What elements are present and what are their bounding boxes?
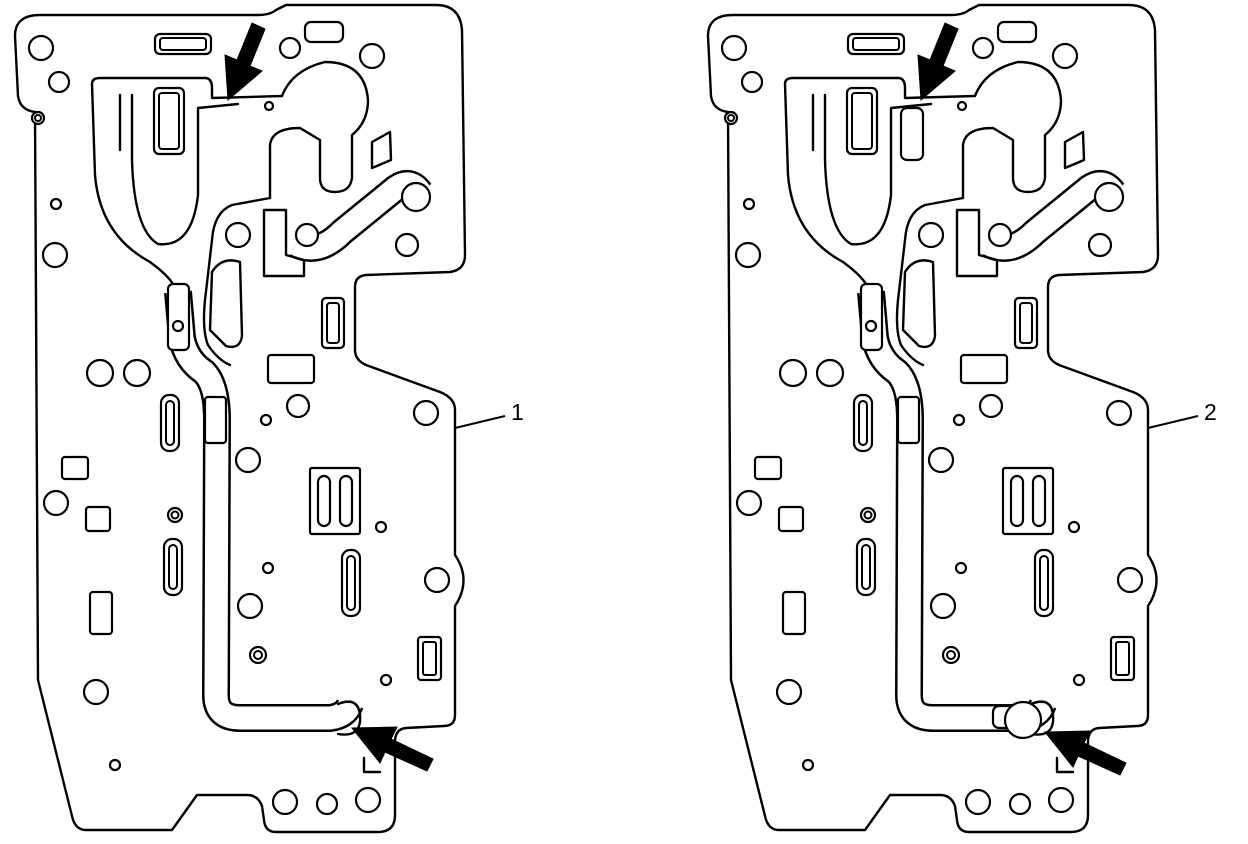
spacer-plate-2: [708, 5, 1158, 832]
leader-line-1: [454, 415, 506, 429]
arrow-plate-2-bottom: [1043, 730, 1127, 776]
leader-line-2: [1147, 415, 1199, 429]
keyhole-round: [1003, 700, 1043, 740]
callout-1: 1: [511, 399, 524, 425]
spacer-plate-1: [15, 5, 465, 832]
arrow-plate-1-bottom: [350, 726, 434, 772]
added-port-top: [899, 106, 925, 162]
arrow-plate-1-top: [224, 22, 266, 102]
spacer-plate-2-group: 2: [708, 5, 1217, 832]
callout-2: 2: [1204, 399, 1217, 425]
arrow-plate-2-top: [917, 22, 959, 102]
